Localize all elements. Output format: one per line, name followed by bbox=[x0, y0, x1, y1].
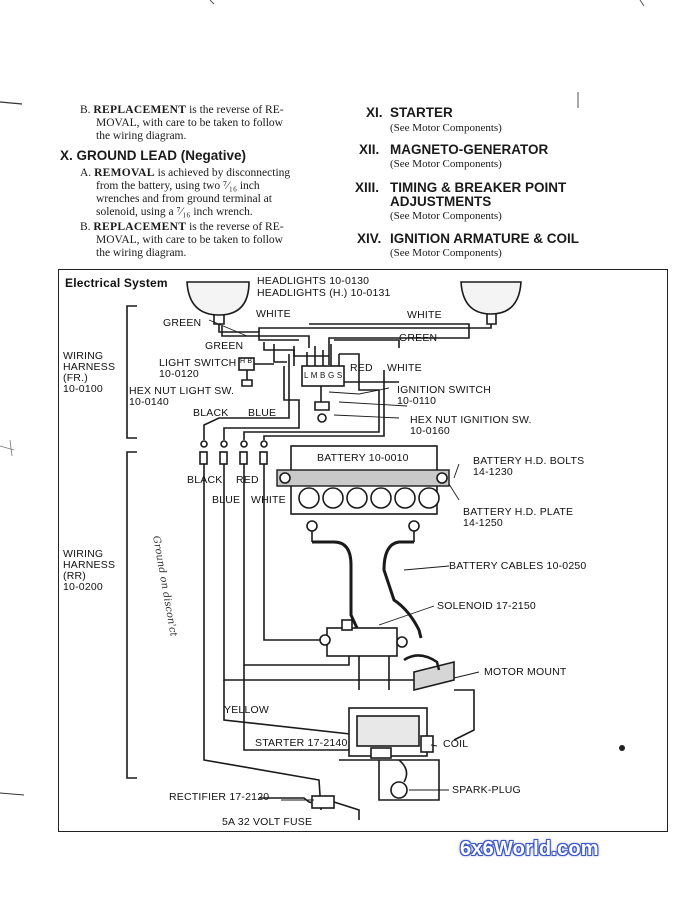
section-xiv-number: XIV. bbox=[357, 231, 382, 246]
paragraph-heading: REMOVAL bbox=[94, 167, 155, 179]
paragraph-line: MOVAL, with care to be taken to follow bbox=[96, 234, 283, 246]
label-motor-mount: MOTOR MOUNT bbox=[484, 666, 567, 678]
label-battery-bolts-num: 14-1230 bbox=[473, 466, 513, 478]
paragraph-line: is the reverse of RE- bbox=[186, 104, 284, 116]
label-spark-plug: SPARK-PLUG bbox=[452, 784, 521, 796]
label-wiring-rr-2: HARNESS bbox=[63, 559, 116, 571]
front-harness-bracket bbox=[126, 305, 137, 439]
label-light-switch-num: 10-0120 bbox=[159, 368, 199, 380]
ignition-coil bbox=[420, 735, 434, 753]
section-xii-title: MAGNETO-GENERATOR bbox=[390, 142, 549, 157]
label-wiring-fr-2: HARNESS bbox=[63, 361, 116, 373]
battery-hd-plate bbox=[276, 469, 450, 487]
label-white-4: WHITE bbox=[251, 494, 286, 506]
solenoid bbox=[326, 627, 398, 657]
paragraph-line: the wiring diagram. bbox=[96, 247, 187, 259]
replacement-paragraph-2: B. REPLACEMENT is the reverse of RE- MOV… bbox=[80, 221, 325, 260]
paragraph-heading: REPLACEMENT bbox=[93, 104, 187, 116]
label-green-2: GREEN bbox=[399, 332, 438, 344]
label-hex-nut-light-num: 10-0140 bbox=[129, 396, 169, 408]
label-red-2: RED bbox=[236, 474, 259, 486]
paragraph-line: is achieved by disconnecting bbox=[154, 167, 291, 179]
label-green-1: GREEN bbox=[163, 317, 202, 329]
label-hex-nut-light: HEX NUT LIGHT SW. bbox=[129, 385, 235, 397]
label-ignition-letters: L M B G S bbox=[304, 371, 343, 380]
wiring-diagram-svg bbox=[126, 281, 522, 820]
replacement-paragraph-1: B. REPLACEMENT is the reverse of RE- MOV… bbox=[80, 104, 325, 143]
removal-paragraph: A. REMOVAL is achieved by disconnecting … bbox=[80, 167, 325, 219]
electrical-system-diagram: Electrical System HEADLIGHTS 10-0130 HEA… bbox=[58, 269, 668, 832]
motor-mount bbox=[413, 660, 455, 692]
section-xii-sub: (See Motor Components) bbox=[390, 158, 502, 170]
label-wiring-rr-1: WIRING bbox=[63, 548, 104, 560]
label-battery-bolts: BATTERY H.D. BOLTS bbox=[473, 455, 585, 467]
label-wiring-rr-3: (RR) bbox=[63, 570, 86, 582]
section-xii-number: XII. bbox=[359, 142, 380, 157]
paragraph-line: is the reverse of RE- bbox=[186, 221, 284, 233]
label-light-switch: LIGHT SWITCH bbox=[159, 357, 237, 369]
section-x-title: X. GROUND LEAD (Negative) bbox=[60, 148, 247, 163]
paragraph-line: solenoid, using a ⁷⁄₁₆ inch wrench. bbox=[96, 206, 253, 218]
paragraph-line: MOVAL, with care to be taken to follow bbox=[96, 117, 283, 129]
paragraph-line: wrenches and from ground terminal at bbox=[96, 193, 272, 205]
label-battery: BATTERY 10-0010 bbox=[317, 452, 409, 464]
paragraph-letter: B. bbox=[80, 104, 91, 116]
section-xiii-sub: (See Motor Components) bbox=[390, 210, 502, 222]
label-battery-plate: BATTERY H.D. PLATE bbox=[463, 506, 574, 518]
paragraph-line: the wiring diagram. bbox=[96, 130, 187, 142]
paragraph-letter: A. bbox=[80, 167, 92, 179]
label-light-switch-letters: H B bbox=[240, 358, 253, 365]
section-xiii-title-2: ADJUSTMENTS bbox=[390, 194, 492, 209]
watermark-logo: 6x6World.com bbox=[460, 838, 599, 860]
label-coil: COIL bbox=[443, 738, 469, 750]
label-black-1: BLACK bbox=[193, 407, 229, 419]
label-white-1: WHITE bbox=[256, 308, 291, 320]
label-black-2: BLACK bbox=[187, 474, 223, 486]
section-xi-title: STARTER bbox=[390, 105, 453, 120]
label-wiring-fr-3: (FR.) bbox=[63, 372, 88, 384]
spark-plug bbox=[390, 781, 408, 799]
label-wiring-fr-4: 10-0100 bbox=[63, 383, 103, 395]
label-headlights: HEADLIGHTS 10-0130 bbox=[257, 275, 370, 287]
label-red: RED bbox=[350, 362, 373, 374]
label-starter: STARTER 17-2140 bbox=[255, 737, 348, 749]
label-wiring-rr-4: 10-0200 bbox=[63, 581, 103, 593]
section-xiii-title: TIMING & BREAKER POINT bbox=[390, 180, 567, 195]
label-green-3: GREEN bbox=[205, 340, 244, 352]
label-wiring-fr-1: WIRING bbox=[63, 350, 104, 362]
label-battery-plate-num: 14-1250 bbox=[463, 517, 503, 529]
section-xi-sub: (See Motor Components) bbox=[390, 122, 502, 134]
label-blue-2: BLUE bbox=[212, 494, 241, 506]
rear-harness-bracket bbox=[126, 451, 137, 779]
rectifier bbox=[311, 795, 335, 809]
label-solenoid: SOLENOID 17-2150 bbox=[437, 600, 536, 612]
paragraph-heading: REPLACEMENT bbox=[93, 221, 187, 233]
right-headlight-stem bbox=[486, 314, 497, 325]
label-hex-nut-ignition: HEX NUT IGNITION SW. bbox=[410, 414, 532, 426]
label-white-2: WHITE bbox=[407, 309, 442, 321]
label-hex-nut-ignition-num: 10-0160 bbox=[410, 425, 450, 437]
diagram-title: Electrical System bbox=[65, 276, 168, 290]
right-headlight bbox=[460, 281, 522, 315]
section-xiv-sub: (See Motor Components) bbox=[390, 247, 502, 259]
paragraph-letter: B. bbox=[80, 221, 91, 233]
section-xiii-number: XIII. bbox=[355, 180, 380, 195]
label-yellow: YELLOW bbox=[224, 704, 269, 716]
section-xiv-title: IGNITION ARMATURE & COIL bbox=[390, 231, 579, 246]
paragraph-line: from the battery, using two ⁷⁄₁₆ inch bbox=[96, 180, 260, 192]
label-white-3: WHITE bbox=[387, 362, 422, 374]
left-headlight bbox=[186, 281, 250, 316]
label-blue-1: BLUE bbox=[248, 407, 277, 419]
label-headlights-h: HEADLIGHTS (H.) 10-0131 bbox=[257, 287, 391, 299]
label-ignition-switch: IGNITION SWITCH bbox=[397, 384, 491, 396]
section-xi-number: XI. bbox=[366, 105, 383, 120]
battery-top bbox=[290, 445, 438, 473]
label-rectifier: RECTIFIER 17-2120 bbox=[169, 791, 270, 803]
label-battery-cables: BATTERY CABLES 10-0250 bbox=[449, 560, 587, 572]
label-fuse: 5A 32 VOLT FUSE bbox=[222, 816, 313, 828]
label-ignition-switch-num: 10-0110 bbox=[397, 395, 437, 407]
